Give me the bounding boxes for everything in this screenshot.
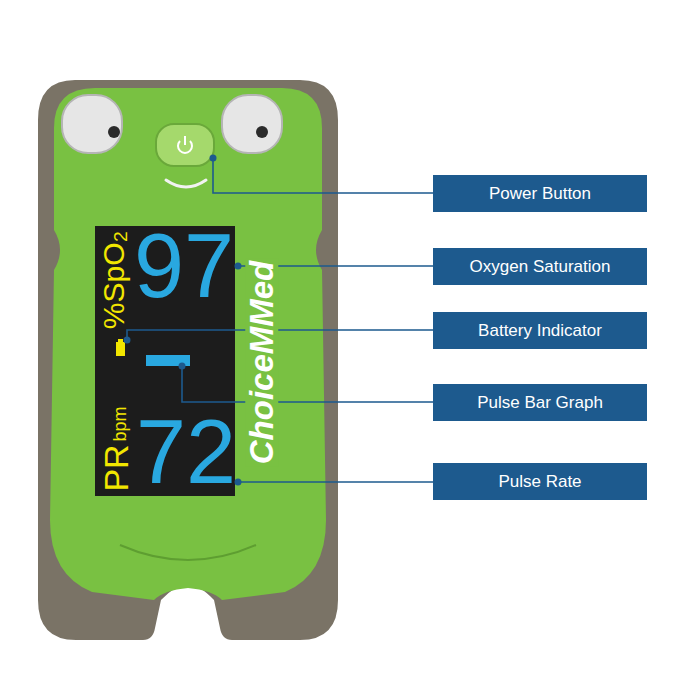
callout-text: Power Button — [489, 184, 591, 204]
eye-right — [222, 95, 282, 153]
callout-text: Oxygen Saturation — [470, 257, 611, 277]
callout-box: Pulse Bar Graph — [433, 384, 647, 421]
spo2-unit: %SpO₂ — [99, 231, 129, 329]
callout-box: Oxygen Saturation — [433, 248, 647, 285]
spo2-value: 97 — [134, 221, 234, 311]
housing — [38, 80, 338, 640]
leader-line — [127, 330, 433, 340]
callout-box: Battery Indicator — [433, 312, 647, 349]
battery-icon — [116, 342, 125, 356]
leader-line — [213, 158, 433, 193]
brand-name: ChoiceMMed — [245, 258, 278, 466]
power-button — [156, 124, 214, 166]
pulse-value: 72 — [136, 407, 236, 497]
battery-icon — [118, 339, 123, 342]
leader-dot — [124, 337, 131, 344]
leader-line — [238, 481, 433, 483]
power-icon — [184, 136, 186, 145]
callout-text: Pulse Bar Graph — [477, 393, 603, 413]
belly-line — [120, 545, 256, 560]
leader-line — [182, 366, 433, 402]
pupil-right — [256, 126, 268, 138]
leader-dot — [235, 263, 242, 270]
pulse-unit: bpm — [111, 406, 129, 441]
green-face — [50, 88, 326, 600]
callout-box: Power Button — [433, 175, 647, 212]
callout-text: Pulse Rate — [498, 472, 581, 492]
leader-dot — [179, 363, 186, 370]
callout-box: Pulse Rate — [433, 463, 647, 500]
leader-dot — [210, 155, 217, 162]
pupil-left — [108, 126, 120, 138]
eye-left — [62, 95, 122, 153]
pulse-unit: PR — [99, 444, 133, 491]
smile — [166, 180, 206, 187]
callout-text: Battery Indicator — [478, 321, 602, 341]
